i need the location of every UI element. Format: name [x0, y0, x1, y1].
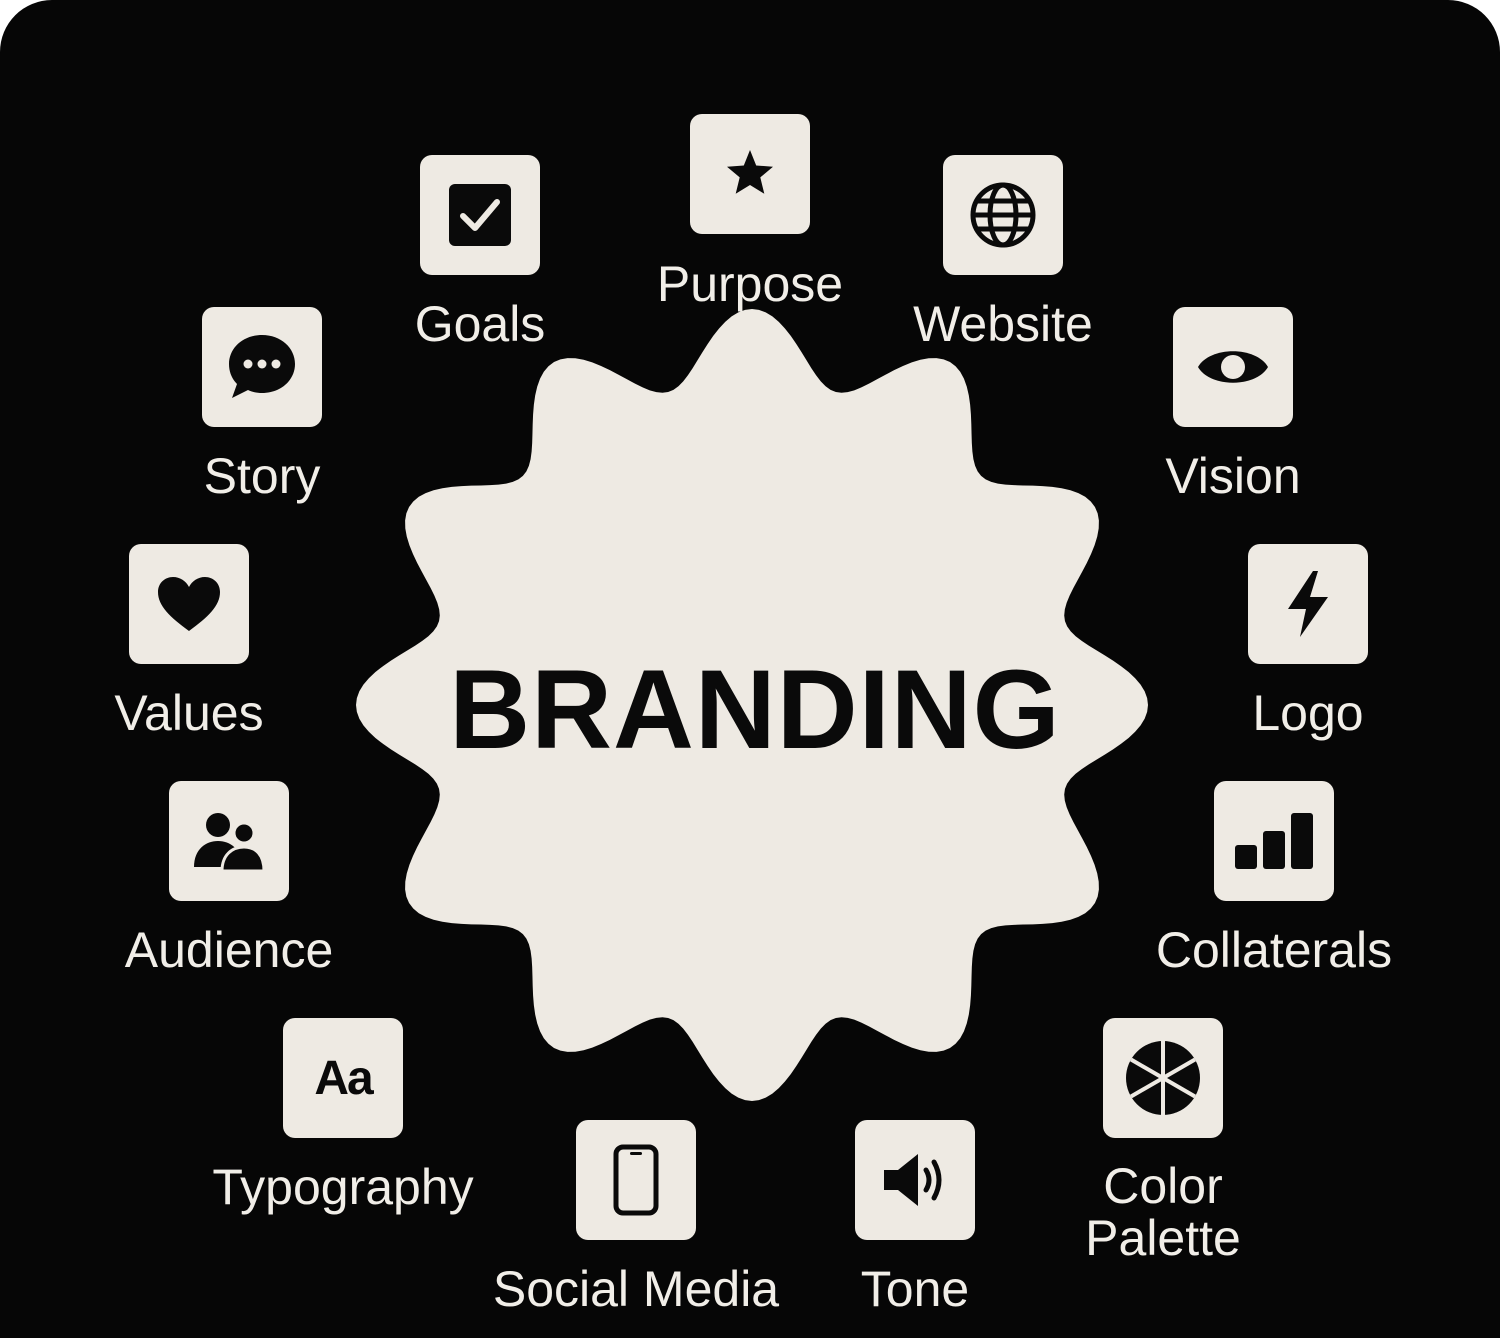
social-media-label: Social Media [492, 1261, 780, 1317]
audience-tile [169, 781, 289, 901]
values-label: Values [114, 685, 264, 741]
story-label: Story [203, 448, 321, 504]
collaterals-label: Collaterals [1155, 922, 1393, 978]
website-tile [943, 155, 1063, 275]
star-icon [727, 150, 773, 194]
heart-icon [158, 577, 220, 631]
logo-label: Logo [1252, 685, 1364, 741]
website-label: Website [913, 296, 1093, 352]
goals-tile [420, 155, 540, 275]
globe-icon [970, 182, 1036, 248]
checkbox-icon [449, 184, 511, 246]
speaker-icon [884, 1154, 942, 1206]
story-tile [202, 307, 322, 427]
color-palette-tile [1103, 1018, 1223, 1138]
social-media-tile [576, 1120, 696, 1240]
bar-chart-icon [1235, 813, 1313, 869]
logo-tile [1248, 544, 1368, 664]
goals-label: Goals [414, 296, 546, 352]
typography-icon: Aa [314, 1051, 373, 1105]
purpose-label: Purpose [656, 256, 844, 312]
values-tile [129, 544, 249, 664]
typography-tile: Aa [283, 1018, 403, 1138]
purpose-tile [690, 114, 810, 234]
smartphone-icon [613, 1144, 659, 1216]
tone-tile [855, 1120, 975, 1240]
typography-label: Typography [212, 1159, 474, 1215]
tone-label: Tone [860, 1261, 970, 1317]
collaterals-tile [1214, 781, 1334, 901]
chat-bubble-icon [229, 335, 295, 398]
eye-icon [1198, 351, 1268, 383]
vision-label: Vision [1165, 448, 1301, 504]
vision-tile [1173, 307, 1293, 427]
center-title: BRANDING [449, 647, 1061, 772]
lightning-icon [1288, 571, 1328, 637]
audience-label: Audience [124, 922, 334, 978]
color-wheel-icon [1126, 1041, 1200, 1115]
color-palette-label: Color Palette [1085, 1158, 1241, 1266]
people-icon [194, 813, 266, 873]
